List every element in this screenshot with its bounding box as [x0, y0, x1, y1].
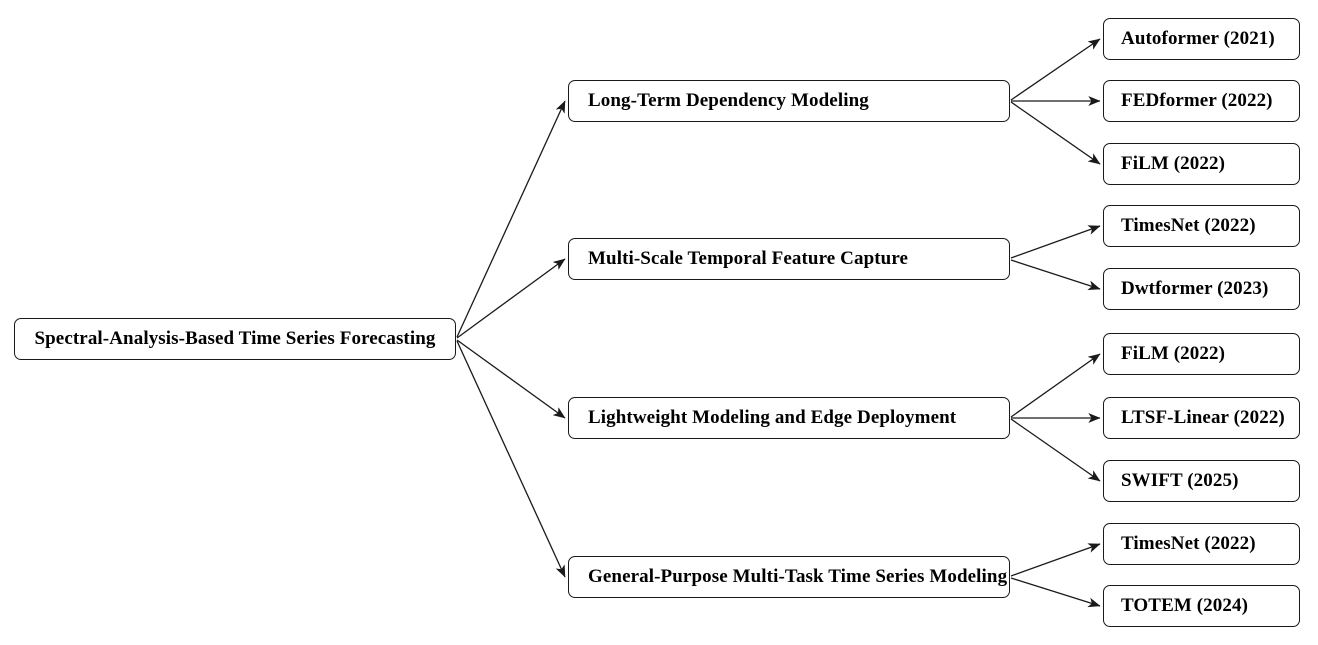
leaf-node-label: FEDformer (2022): [1121, 90, 1273, 111]
leaf-node-label: SWIFT (2025): [1121, 470, 1239, 491]
category-node-label: Multi-Scale Temporal Feature Capture: [588, 248, 909, 269]
arrow-category-2-to-leaf-0: [1010, 353, 1101, 418]
arrow-category-2-to-leaf-2: [1010, 418, 1101, 482]
leaf-node-label: LTSF-Linear (2022): [1121, 407, 1285, 428]
leaf-node-label: TimesNet (2022): [1121, 215, 1256, 236]
leaf-node-label: Dwtformer (2023): [1121, 278, 1269, 299]
arrow-category-0-to-leaf-0: [1010, 38, 1101, 101]
arrow-category-3-to-leaf-0: [1010, 543, 1101, 577]
leaf-node-timesnet-2022-b: TimesNet (2022): [1103, 523, 1300, 565]
category-node-lightweight-modeling-edge-deployment: Lightweight Modeling and Edge Deployment: [568, 397, 1010, 439]
leaf-node-label: FiLM (2022): [1121, 153, 1225, 174]
category-node-multi-scale-temporal-feature-capture: Multi-Scale Temporal Feature Capture: [568, 238, 1010, 280]
category-node-label: Lightweight Modeling and Edge Deployment: [588, 407, 957, 428]
leaf-node-label: FiLM (2022): [1121, 343, 1225, 364]
category-node-general-purpose-multi-task-modeling: General-Purpose Multi-Task Time Series M…: [568, 556, 1010, 598]
leaf-node-autoformer-2021: Autoformer (2021): [1103, 18, 1300, 60]
arrow-root-to-category-0: [456, 100, 566, 338]
category-node-label: Long-Term Dependency Modeling: [588, 90, 869, 111]
category-node-label: General-Purpose Multi-Task Time Series M…: [588, 566, 1008, 587]
arrow-root-to-category-2: [456, 339, 566, 419]
leaf-node-ltsf-linear-2022: LTSF-Linear (2022): [1103, 397, 1300, 439]
leaf-node-totem-2024: TOTEM (2024): [1103, 585, 1300, 627]
leaf-node-film-2022-b: FiLM (2022): [1103, 333, 1300, 375]
leaf-node-dwtformer-2023: Dwtformer (2023): [1103, 268, 1300, 310]
arrow-category-1-to-leaf-1: [1010, 259, 1101, 291]
arrow-category-1-to-leaf-0: [1010, 225, 1101, 259]
root-node-label: Spectral-Analysis-Based Time Series Fore…: [34, 328, 436, 349]
category-node-long-term-dependency-modeling: Long-Term Dependency Modeling: [568, 80, 1010, 122]
arrow-category-3-to-leaf-1: [1010, 577, 1101, 608]
arrow-root-to-category-3: [456, 340, 566, 578]
leaf-node-fedformer-2022: FEDformer (2022): [1103, 80, 1300, 122]
leaf-node-timesnet-2022-a: TimesNet (2022): [1103, 205, 1300, 247]
leaf-node-swift-2025: SWIFT (2025): [1103, 460, 1300, 502]
leaf-node-film-2022-a: FiLM (2022): [1103, 143, 1300, 185]
leaf-node-label: TimesNet (2022): [1121, 533, 1256, 554]
root-node-spectral-analysis-forecasting: Spectral-Analysis-Based Time Series Fore…: [14, 318, 456, 360]
arrow-category-0-to-leaf-2: [1010, 101, 1101, 165]
arrow-root-to-category-1: [456, 258, 566, 339]
leaf-node-label: Autoformer (2021): [1121, 28, 1275, 49]
leaf-node-label: TOTEM (2024): [1121, 595, 1248, 616]
